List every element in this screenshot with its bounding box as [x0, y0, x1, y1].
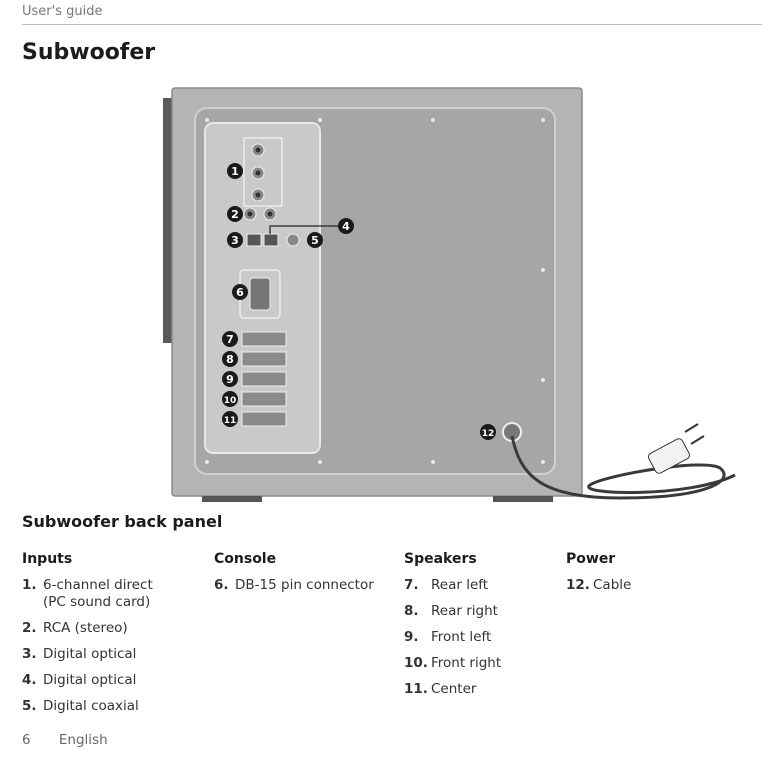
svg-text:3: 3 [231, 234, 239, 247]
callout-7: 7 [222, 331, 238, 347]
list-item: 12. Cable [566, 577, 631, 594]
footer-language: English [58, 732, 108, 748]
item-number: 6. [214, 577, 229, 593]
list-item: 4. Digital optical [22, 672, 153, 689]
power-column: Power 12. Cable [566, 551, 631, 603]
item-number: 10. [404, 655, 428, 671]
item-number: 4. [22, 672, 37, 688]
svg-text:10: 10 [224, 396, 237, 406]
list-item: 8. Rear right [404, 603, 501, 620]
inputs-column: Inputs 1. 6-channel direct (PC sound car… [22, 551, 153, 724]
power-title: Power [566, 551, 616, 567]
svg-text:2: 2 [231, 208, 239, 221]
item-text: 6-channel direct [43, 577, 153, 593]
section-heading: Subwoofer back panel [22, 512, 223, 531]
callout-4-leader [269, 225, 338, 234]
callout-6: 6 [232, 284, 248, 300]
list-item: 1. 6-channel direct (PC sound card) [22, 577, 153, 611]
item-text: Digital optical [43, 672, 137, 688]
header-rule [22, 24, 762, 25]
callout-11: 11 [222, 411, 238, 427]
list-item: 9. Front left [404, 629, 501, 646]
callout-8: 8 [222, 351, 238, 367]
callout-10: 10 [222, 391, 238, 407]
item-text: Digital optical [43, 646, 137, 662]
power-plug [647, 438, 691, 474]
item-text: DB-15 pin connector [235, 577, 374, 593]
console-title: Console [214, 551, 277, 567]
subwoofer-side-strip [163, 98, 173, 343]
subwoofer-foot-left [202, 496, 262, 502]
callout-5: 5 [307, 232, 323, 248]
item-text: Center [431, 681, 477, 697]
callout-4: 4 [338, 218, 354, 234]
svg-text:8: 8 [226, 353, 234, 366]
item-number: 12. [566, 577, 590, 593]
list-item: 6. DB-15 pin connector [214, 577, 374, 594]
inputs-title: Inputs [22, 551, 73, 567]
item-text: Rear left [431, 577, 489, 593]
power-plug-prong-a [684, 423, 699, 433]
subwoofer-foot-right [493, 496, 553, 502]
item-number: 2. [22, 620, 37, 636]
header-text: User's guide [22, 4, 103, 19]
coaxial-port [286, 233, 300, 247]
item-text: Front right [431, 655, 502, 671]
item-text: RCA (stereo) [43, 620, 128, 636]
page-number: 6 [22, 732, 31, 748]
list-item: 3. Digital optical [22, 646, 153, 663]
item-number: 3. [22, 646, 37, 662]
item-text: Cable [593, 577, 632, 593]
callout-2: 2 [227, 206, 243, 222]
db15-connector [249, 277, 271, 311]
speakers-column: Speakers 7. Rear left 8. Rear right 9. F… [404, 551, 501, 707]
callout-3: 3 [227, 232, 243, 248]
item-number: 5. [22, 698, 37, 714]
item-number: 1. [22, 577, 37, 593]
callout-12: 12 [480, 424, 496, 440]
item-text-line2: (PC sound card) [43, 594, 151, 610]
list-item: 11. Center [404, 681, 501, 698]
item-text: Rear right [431, 603, 498, 619]
svg-text:9: 9 [226, 373, 234, 386]
power-plug-prong-b [690, 435, 705, 445]
callout-1: 1 [227, 163, 243, 179]
svg-text:5: 5 [311, 234, 319, 247]
svg-text:12: 12 [482, 429, 495, 439]
svg-text:7: 7 [226, 333, 234, 346]
rca-group-outline [243, 137, 283, 207]
speakers-title: Speakers [404, 551, 477, 567]
svg-text:4: 4 [342, 220, 350, 233]
optical-port-b [263, 233, 279, 247]
item-number: 9. [404, 629, 419, 645]
rca-jacks [243, 143, 277, 221]
item-number: 11. [404, 681, 428, 697]
power-cable [510, 435, 736, 500]
console-column: Console 6. DB-15 pin connector [214, 551, 374, 603]
list-item: 2. RCA (stereo) [22, 620, 153, 637]
page-title: Subwoofer [22, 40, 156, 65]
subwoofer-figure: 1 2 3 4 5 6 7 8 9 10 11 12 [150, 80, 780, 509]
speaker-terminals [241, 331, 287, 427]
item-text: Front left [431, 629, 492, 645]
item-number: 8. [404, 603, 419, 619]
callout-9: 9 [222, 371, 238, 387]
list-item: 10. Front right [404, 655, 501, 672]
optical-port-a [246, 233, 262, 247]
svg-text:1: 1 [231, 165, 239, 178]
item-text: Digital coaxial [43, 698, 139, 714]
list-item: 7. Rear left [404, 577, 501, 594]
svg-text:6: 6 [236, 286, 244, 299]
list-item: 5. Digital coaxial [22, 698, 153, 715]
item-number: 7. [404, 577, 419, 593]
svg-text:11: 11 [224, 416, 237, 426]
footer: 6 English [22, 732, 132, 748]
subwoofer-back-panel-illustration: 1 2 3 4 5 6 7 8 9 10 11 12 [163, 87, 736, 502]
